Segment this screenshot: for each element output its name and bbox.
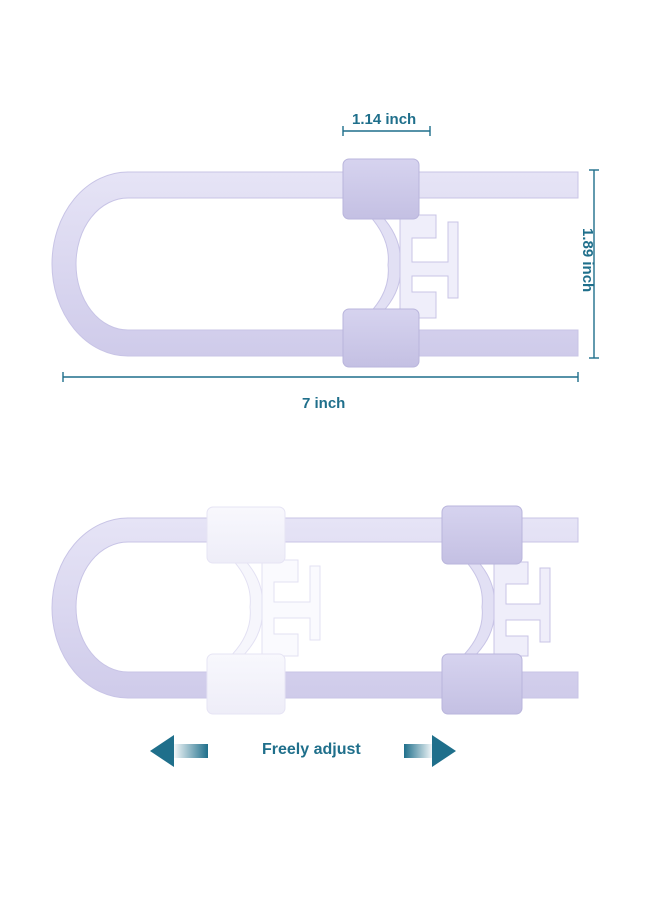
dimension-lines bbox=[62, 126, 599, 382]
bottom-u-frame bbox=[51, 517, 579, 699]
arrow-right-icon bbox=[404, 735, 456, 767]
freely-adjust-caption: Freely adjust bbox=[262, 741, 361, 758]
top-latch bbox=[399, 214, 459, 319]
height-dimension-label: 1.89 inch bbox=[579, 228, 596, 293]
top-slider-block-upper bbox=[342, 158, 420, 220]
width-dimension-label: 1.14 inch bbox=[352, 111, 417, 128]
active-slider bbox=[441, 505, 551, 715]
top-slider-block-lower bbox=[342, 308, 420, 368]
bottom-lock bbox=[51, 505, 579, 715]
length-dimension-label: 7 inch bbox=[302, 395, 346, 412]
ghost-slider bbox=[206, 506, 321, 715]
arrow-left-icon bbox=[150, 735, 208, 767]
top-u-frame bbox=[51, 171, 579, 357]
top-lock bbox=[51, 158, 579, 368]
